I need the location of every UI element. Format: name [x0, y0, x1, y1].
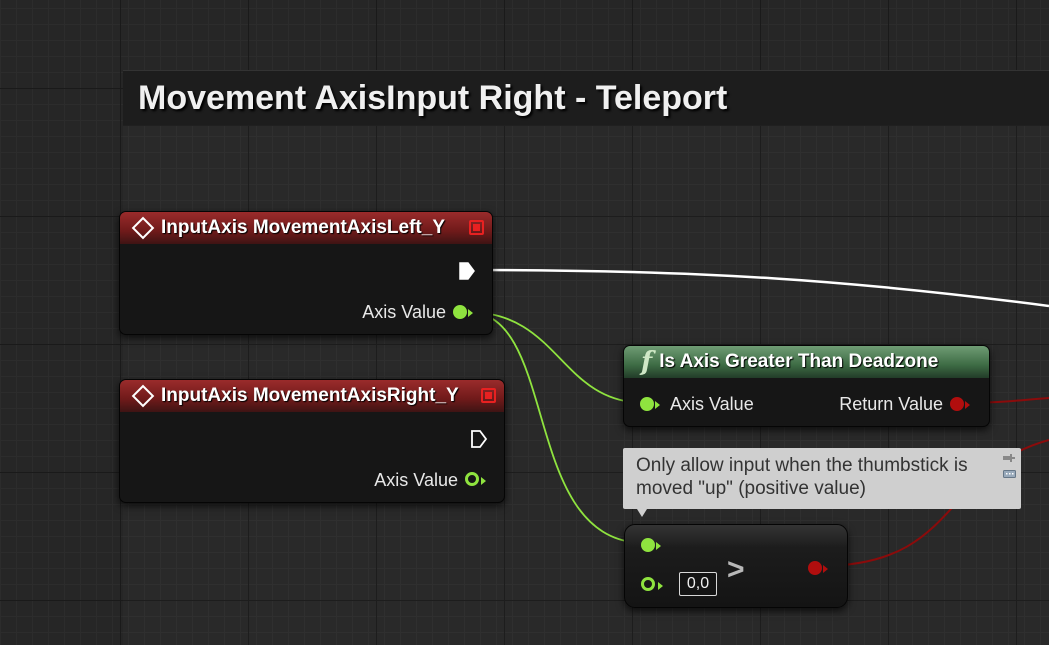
axis-value-label: Axis Value: [374, 470, 458, 490]
float-wire-to-compare: [467, 311, 646, 544]
exec-output-pin-icon[interactable]: [470, 429, 488, 449]
pin-comment-icon[interactable]: [1003, 454, 1015, 462]
axis-value-input-pin[interactable]: [640, 397, 654, 411]
float-wire-to-deadzone: [467, 311, 646, 404]
node-comment-bubble[interactable]: Only allow input when the thumbstick is …: [623, 448, 1021, 517]
node-title: InputAxis MovementAxisLeft_Y: [161, 217, 445, 238]
exec-wire: [474, 268, 1049, 308]
axis-value-pin[interactable]: [453, 305, 467, 319]
pin-arrow-icon: [655, 401, 660, 409]
node-title: InputAxis MovementAxisRight_Y: [161, 385, 459, 406]
axis-value-pin[interactable]: [465, 472, 479, 486]
node-header[interactable]: InputAxis MovementAxisRight_Y: [120, 380, 504, 412]
event-diamond-icon: [131, 384, 155, 408]
node-comment-text: Only allow input when the thumbstick is …: [636, 455, 968, 499]
delegate-pin-icon[interactable]: [469, 220, 484, 235]
function-f-icon: f: [641, 347, 653, 377]
input-axis-right-node[interactable]: InputAxis MovementAxisRight_Y Axis Value: [119, 379, 505, 503]
node-header[interactable]: f Is Axis Greater Than Deadzone: [624, 346, 989, 378]
delegate-pin-icon[interactable]: [481, 388, 496, 403]
greater-than-node[interactable]: 0,0 >: [624, 524, 848, 608]
compare-output-pin[interactable]: [808, 561, 822, 575]
comment-bubble-toggle-icon[interactable]: [1003, 470, 1016, 480]
axis-value-label: Axis Value: [362, 302, 446, 322]
pin-arrow-icon: [823, 565, 828, 573]
axis-value-input-label: Axis Value: [670, 394, 754, 414]
node-title: Is Axis Greater Than Deadzone: [659, 351, 939, 372]
comment-box-title[interactable]: Movement AxisInput Right - Teleport: [138, 79, 728, 117]
pin-arrow-icon: [468, 309, 473, 317]
compare-input-a-pin[interactable]: [641, 538, 655, 552]
comment-bubble-tail: [637, 509, 647, 517]
return-value-pin[interactable]: [950, 397, 964, 411]
node-header[interactable]: InputAxis MovementAxisLeft_Y: [120, 212, 492, 244]
exec-output-pin-icon[interactable]: [458, 261, 476, 281]
pin-arrow-icon: [965, 401, 970, 409]
pin-arrow-icon: [656, 542, 661, 550]
greater-than-operator: >: [727, 553, 745, 586]
compare-input-b-pin[interactable]: [641, 577, 655, 591]
return-value-label: Return Value: [839, 394, 943, 414]
pin-arrow-icon: [658, 582, 663, 590]
pin-arrow-icon: [481, 477, 486, 485]
comment-box-header[interactable]: Movement AxisInput Right - Teleport: [123, 70, 1049, 126]
event-diamond-icon: [131, 216, 155, 240]
input-axis-left-node[interactable]: InputAxis MovementAxisLeft_Y Axis Value: [119, 211, 493, 335]
compare-value-input[interactable]: 0,0: [679, 572, 717, 596]
is-axis-greater-than-deadzone-node[interactable]: f Is Axis Greater Than Deadzone Axis Val…: [623, 345, 990, 427]
